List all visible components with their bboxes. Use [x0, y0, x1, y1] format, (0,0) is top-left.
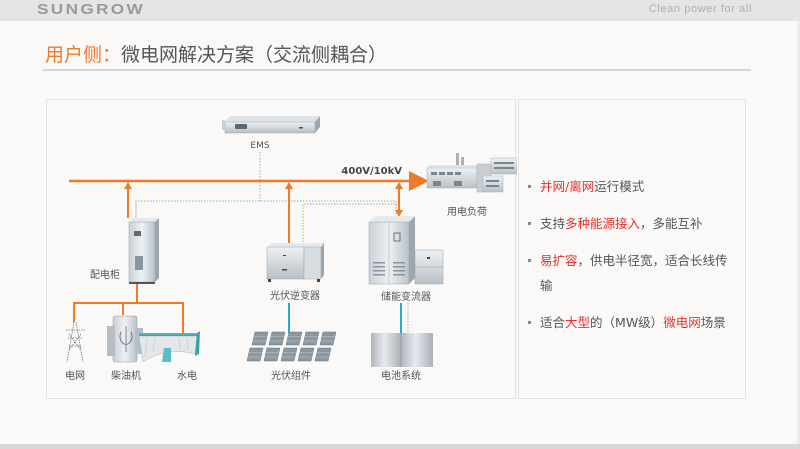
page-bottom-edge — [0, 444, 800, 449]
feature-text: ，多能互补 — [640, 216, 703, 231]
pv-panel-grid — [316, 352, 330, 358]
storage-converter-icon: 储能变流器 — [368, 216, 444, 303]
feature-text: 运行模式 — [594, 179, 645, 194]
feature-item: 易扩容，供电半径宽，适合长线传输 — [525, 248, 740, 298]
feature-item: 并网/离网运行模式 — [525, 174, 740, 199]
sungrow-logo: SUNGROW — [37, 1, 146, 18]
feature-highlight: 易扩容 — [540, 253, 578, 268]
feature-highlight: 微电网 — [663, 315, 701, 330]
comm-bus-line — [135, 200, 397, 217]
communication-lines — [135, 152, 409, 345]
inverter-feeder-arrow — [285, 182, 293, 189]
hydropower-label: 水电 — [177, 369, 197, 382]
feature-text: ，供电半径宽，适合长线传输 — [540, 253, 728, 293]
pv-panel — [302, 331, 320, 346]
source-branch-line — [73, 302, 184, 335]
pv-panel-grid — [287, 336, 301, 342]
pv-panel-grid — [321, 336, 335, 342]
pv-panel — [319, 331, 337, 346]
load-label: 用电负荷 — [447, 205, 487, 218]
diesel-generator-icon: 柴油机 — [107, 315, 143, 382]
microgrid-diagram: 400V/10kV — [65, 116, 518, 382]
source-distribution-lines — [73, 283, 184, 335]
pv-panel-grid — [270, 336, 284, 342]
storage-feeder-arrow-up — [395, 182, 403, 189]
feature-text: 支持 — [540, 216, 566, 231]
ems-device: EMS — [222, 116, 320, 151]
battery-system-label: 电池系统 — [381, 369, 421, 382]
pv-inverter-label: 光伏逆变器 — [270, 289, 320, 302]
pv-panel — [314, 347, 332, 362]
microgrid-diagram-panel: 400V/10kV — [46, 99, 518, 399]
ac-feeders — [124, 182, 403, 250]
pv-modules-label: 光伏组件 — [271, 369, 311, 382]
pv-inverter-icon: 光伏逆变器 — [266, 243, 324, 302]
distribution-cabinet-icon: 配电柜 — [90, 218, 159, 284]
pv-modules-icon — [246, 331, 337, 362]
pv-panel-grid — [299, 352, 313, 358]
feature-highlight: 大型 — [565, 315, 591, 330]
page-edge — [797, 21, 800, 449]
storage-feeder-arrow-down — [395, 210, 403, 217]
pv-panel — [246, 347, 264, 362]
page-title: 用户侧：微电网解决方案（交流侧耦合） — [45, 40, 387, 67]
bus-voltage-label: 400V/10kV — [341, 166, 402, 177]
pv-panel-grid — [282, 352, 296, 358]
pv-panel — [297, 347, 315, 362]
grid-tower-icon — [66, 321, 85, 363]
title-divider — [43, 69, 751, 71]
inverter-comm-line — [302, 203, 396, 248]
pv-panel — [285, 331, 303, 346]
ems-label: EMS — [250, 141, 269, 151]
distribution-cabinet-label: 配电柜 — [90, 268, 120, 281]
pv-panel — [251, 331, 269, 346]
header-bar: SUNGROW Clean power for all — [0, 0, 800, 21]
feature-list: 并网/离网运行模式支持多种能源接入，多能互补易扩容，供电半径宽，适合长线传输适合… — [525, 174, 740, 347]
diesel-generator-label: 柴油机 — [111, 369, 141, 382]
feature-text: 适合 — [540, 315, 566, 330]
cabinet-feeder-arrow — [124, 182, 132, 189]
grid-label: 电网 — [65, 369, 85, 382]
load-factory-icon: 用电负荷 — [426, 153, 518, 218]
pv-panel-grid — [253, 336, 267, 342]
feature-highlight: 多种能源接入 — [565, 216, 641, 231]
feature-text: 的（MW级） — [590, 315, 664, 330]
pv-panel — [263, 347, 281, 362]
pv-panel — [268, 331, 286, 346]
feature-text: 场景 — [700, 315, 726, 330]
features-panel: 并网/离网运行模式支持多种能源接入，多能互补易扩容，供电半径宽，适合长线传输适合… — [518, 99, 746, 399]
pv-panel — [280, 347, 298, 362]
feature-highlight: 并网/离网 — [540, 179, 595, 194]
battery-system-icon: 电池系统 — [371, 333, 433, 382]
page-title-highlight: 用户侧： — [45, 44, 122, 66]
pv-panel-grid — [304, 336, 318, 342]
page-title-text: 微电网解决方案（交流侧耦合） — [121, 44, 388, 66]
tagline: Clean power for all — [648, 3, 752, 15]
feature-item: 适合大型的（MW级）微电网场景 — [525, 310, 740, 335]
pv-panel-grid — [265, 352, 279, 358]
storage-converter-label: 储能变流器 — [381, 290, 431, 303]
pv-panel-grid — [248, 352, 262, 358]
dc-lines — [288, 303, 402, 333]
hydropower-icon: 水电 — [138, 331, 200, 382]
feature-item: 支持多种能源接入，多能互补 — [525, 211, 740, 236]
